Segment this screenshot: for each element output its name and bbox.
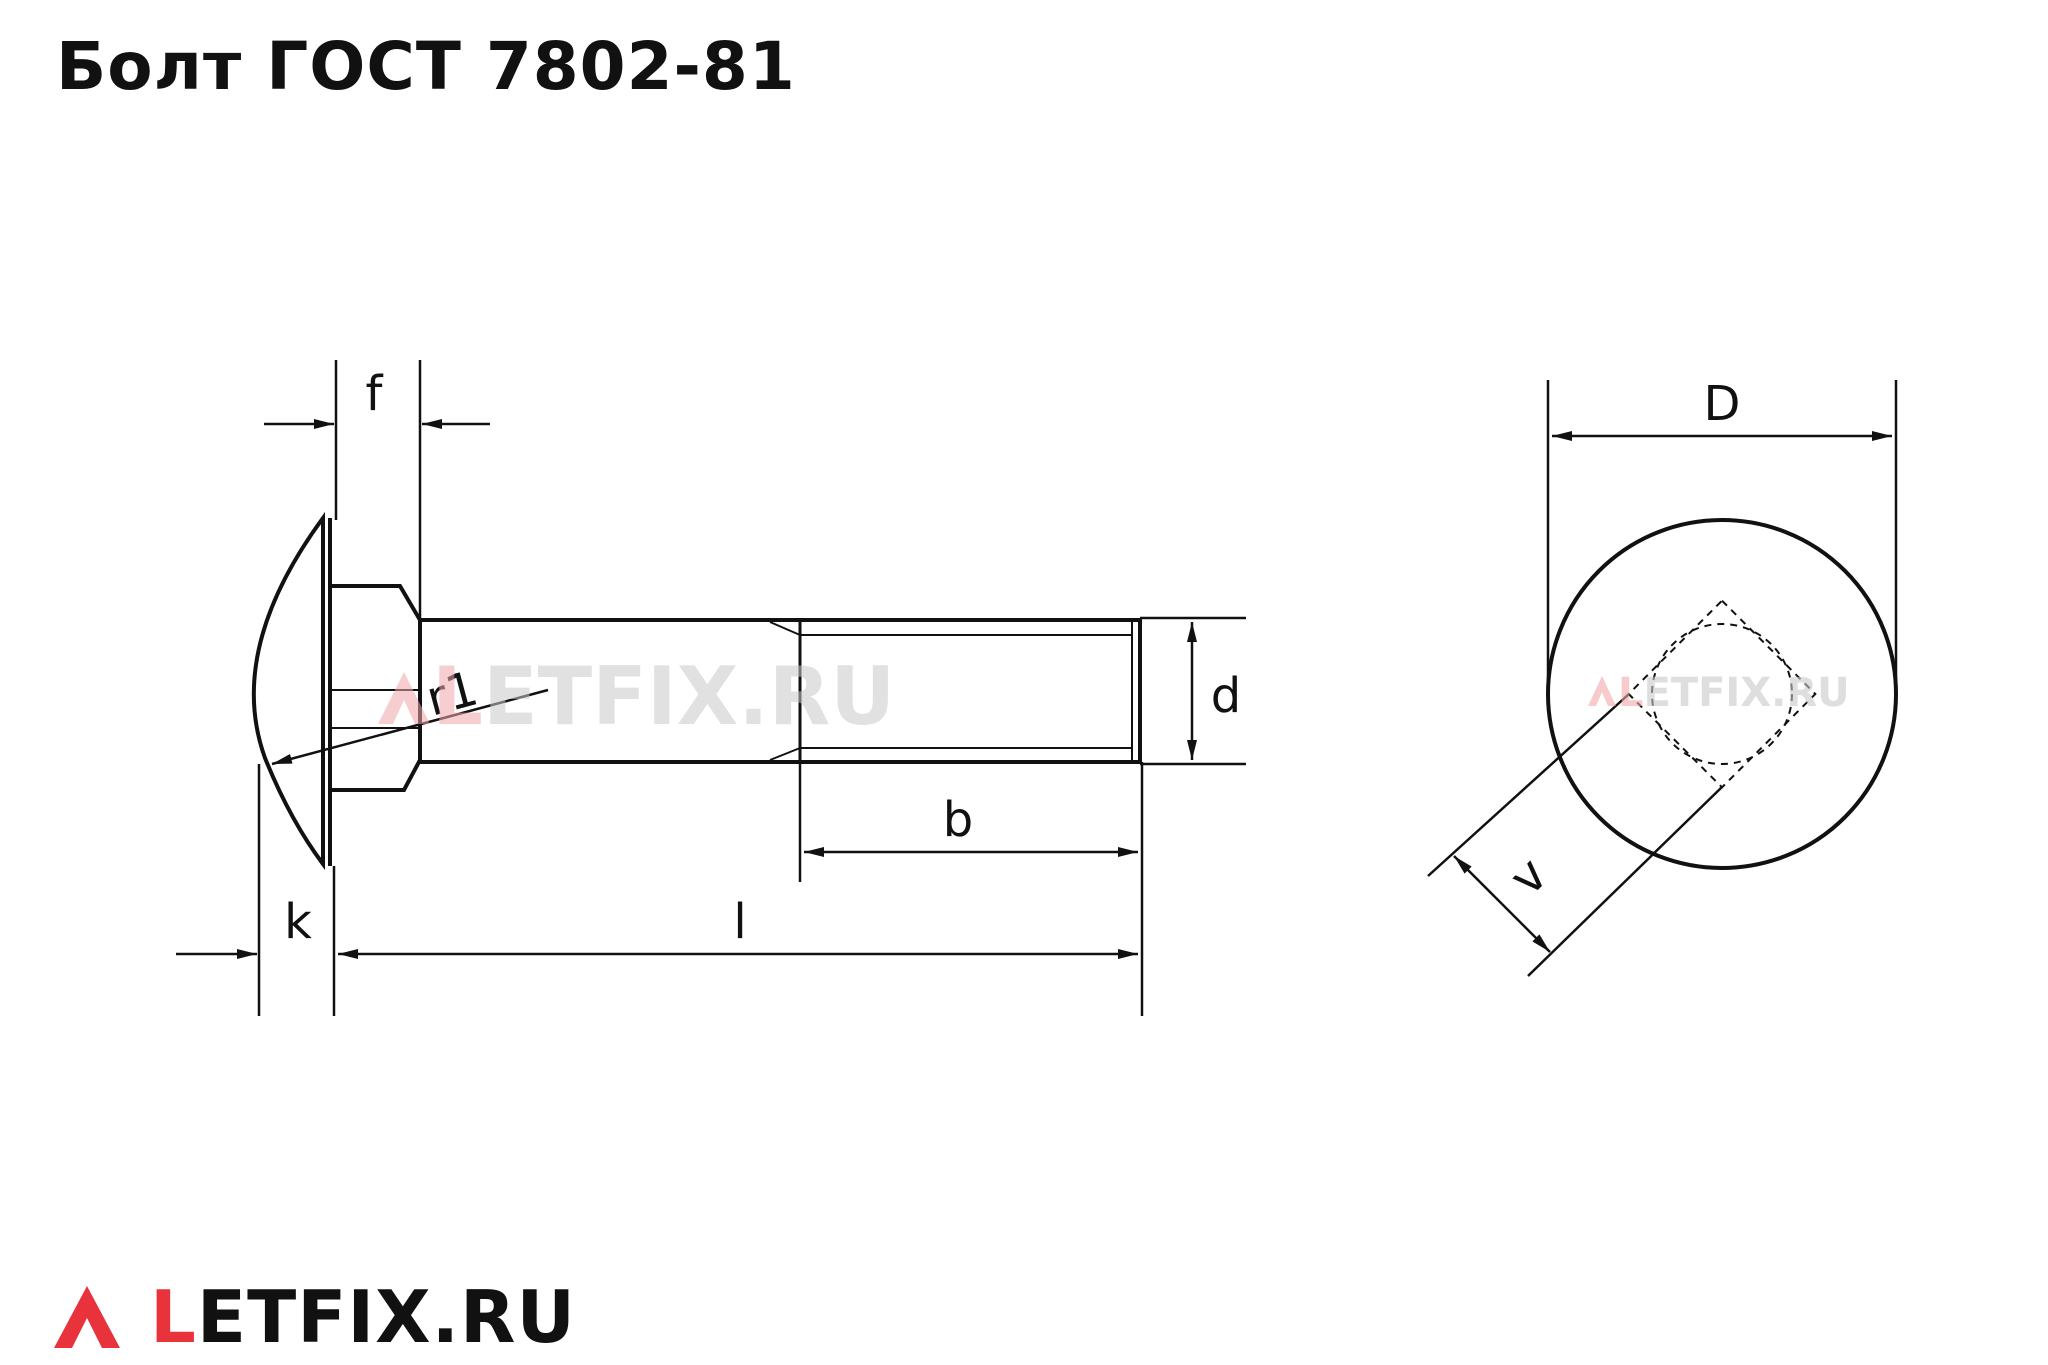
dim-d — [1140, 616, 1246, 766]
shank-circle-hidden — [1651, 623, 1793, 765]
dim-D — [1546, 380, 1898, 694]
label-v: v — [1499, 847, 1559, 907]
bolt-head — [251, 511, 325, 871]
brand-accent: L — [150, 1275, 197, 1359]
watermark-chevron-icon — [378, 672, 430, 724]
label-b: b — [943, 792, 973, 848]
letfix-chevron-icon — [54, 1286, 120, 1348]
svg-text:LETFIX.RU: LETFIX.RU — [1618, 670, 1850, 716]
dim-k — [176, 764, 336, 1016]
watermark-text: ETFIX.RU — [483, 650, 895, 743]
label-k: k — [284, 894, 312, 950]
brand-text: LETFIX.RU — [150, 1275, 576, 1359]
brand-logo[interactable]: LETFIX.RU — [52, 1272, 576, 1362]
dim-r1 — [271, 688, 549, 766]
dim-b — [798, 762, 1144, 1016]
watermark-text-small: ETFIX.RU — [1644, 670, 1850, 716]
svg-text:LETFIX.RU: LETFIX.RU — [432, 650, 895, 743]
square-neck-hidden — [1627, 599, 1817, 789]
brand-rest: ETFIX.RU — [196, 1275, 576, 1359]
page-title: Болт ГОСТ 7802-81 — [56, 28, 796, 105]
watermark-accent: L — [432, 650, 483, 743]
dim-f — [264, 360, 490, 620]
label-d: d — [1211, 668, 1241, 724]
label-l: l — [733, 894, 746, 950]
label-f: f — [366, 366, 384, 422]
watermark-chevron-icon-small — [1588, 676, 1616, 706]
watermark-top: LETFIX.RU — [1588, 670, 1850, 716]
watermark-accent-small: L — [1618, 670, 1644, 716]
label-D: D — [1704, 376, 1741, 432]
dim-v — [1427, 693, 1723, 977]
watermark-side: LETFIX.RU — [378, 650, 895, 743]
